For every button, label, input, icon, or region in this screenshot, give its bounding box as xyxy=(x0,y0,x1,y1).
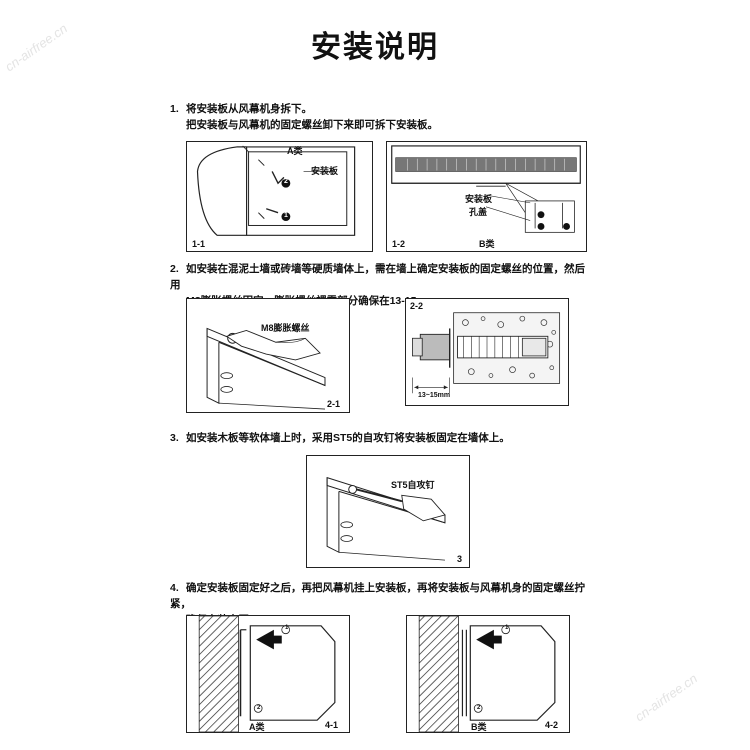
figure-1-2: 安装板 孔盖 B类 1-2 xyxy=(386,141,587,252)
figure-label: 4-2 xyxy=(545,720,559,730)
figure-label: 2-2 xyxy=(410,301,424,311)
marker-1: 1 xyxy=(505,625,509,631)
step-3: 3. 如安装木板等软体墙上时，采用ST5的自攻钉将安装板固定在墙体上。 xyxy=(170,430,590,446)
hang-unit-b-drawing xyxy=(418,616,556,732)
marker-1: 1 xyxy=(285,625,289,631)
dimension-label: 13~15mm xyxy=(418,392,451,399)
watermark-right: cn-airfree.cn xyxy=(632,670,701,725)
type-label: B类 xyxy=(471,722,487,732)
step-text: 把安装板与风幕机的固定螺丝卸下来即可拆下安装板。 xyxy=(186,119,438,131)
type-label: A类 xyxy=(249,722,265,732)
figure-label: 2-1 xyxy=(327,399,341,409)
marker-2: 2 xyxy=(477,705,481,711)
hole-cover-label: 孔盖 xyxy=(469,207,488,217)
bolt-cross-section-drawing xyxy=(412,312,561,394)
step-text: 将安装板从风幕机身拆下。 xyxy=(186,103,312,115)
air-curtain-b-drawing xyxy=(391,145,581,233)
step-1: 1. 将安装板从风幕机身拆下。 把安装板与风幕机的固定螺丝卸下来即可拆下安装板。 xyxy=(170,101,590,133)
hang-unit-a-drawing xyxy=(198,616,336,732)
marker-1: 1 xyxy=(284,212,288,219)
type-label: A类 xyxy=(287,146,303,156)
bolt-label: M8膨胀螺丝 xyxy=(261,323,310,333)
self-tapping-screw-drawing xyxy=(326,476,446,561)
figure-4-2: 1 2 B类 4-2 xyxy=(406,615,570,733)
step-number: 3. xyxy=(170,432,179,444)
air-curtain-a-drawing xyxy=(196,145,356,236)
expansion-bolt-drawing xyxy=(206,327,326,410)
step-number: 2. xyxy=(170,263,179,275)
step-text: 如安装木板等软体墙上时，采用ST5的自攻钉将安装板固定在墙体上。 xyxy=(186,432,510,444)
figure-2-1: M8膨胀螺丝 2-1 xyxy=(186,298,350,413)
step-text: 确定安装板固定好之后，再把风幕机挂上安装板，再将安装板与风幕机身的固定螺丝拧紧， xyxy=(170,582,585,610)
screw-label: ST5自攻钉 xyxy=(391,480,435,490)
marker-2: 2 xyxy=(257,705,261,711)
figure-4-1: 1 2 A类 4-1 xyxy=(186,615,350,733)
figure-label: 4-1 xyxy=(325,720,339,730)
figure-label: 3 xyxy=(457,554,463,564)
plate-label: 安装板 xyxy=(311,166,339,176)
type-label: B类 xyxy=(479,239,495,249)
figure-3: ST5自攻钉 3 xyxy=(306,455,470,568)
marker-2: 2 xyxy=(284,178,288,185)
figure-label: 1-2 xyxy=(392,239,406,249)
page-title: 安装说明 xyxy=(311,31,439,64)
figure-1-1: A类 安装板 2 1 1-1 xyxy=(186,141,373,252)
plate-label: 安装板 xyxy=(465,194,493,204)
step-text: 如安装在混泥土墙或砖墙等硬质墙体上，需在墙上确定安装板的固定螺丝的位置，然后用 xyxy=(170,263,585,291)
step-number: 1. xyxy=(170,103,179,115)
figure-2-2: 2-2 13~15mm xyxy=(405,298,569,406)
figure-label: 1-1 xyxy=(192,239,206,249)
step-number: 4. xyxy=(170,582,179,594)
